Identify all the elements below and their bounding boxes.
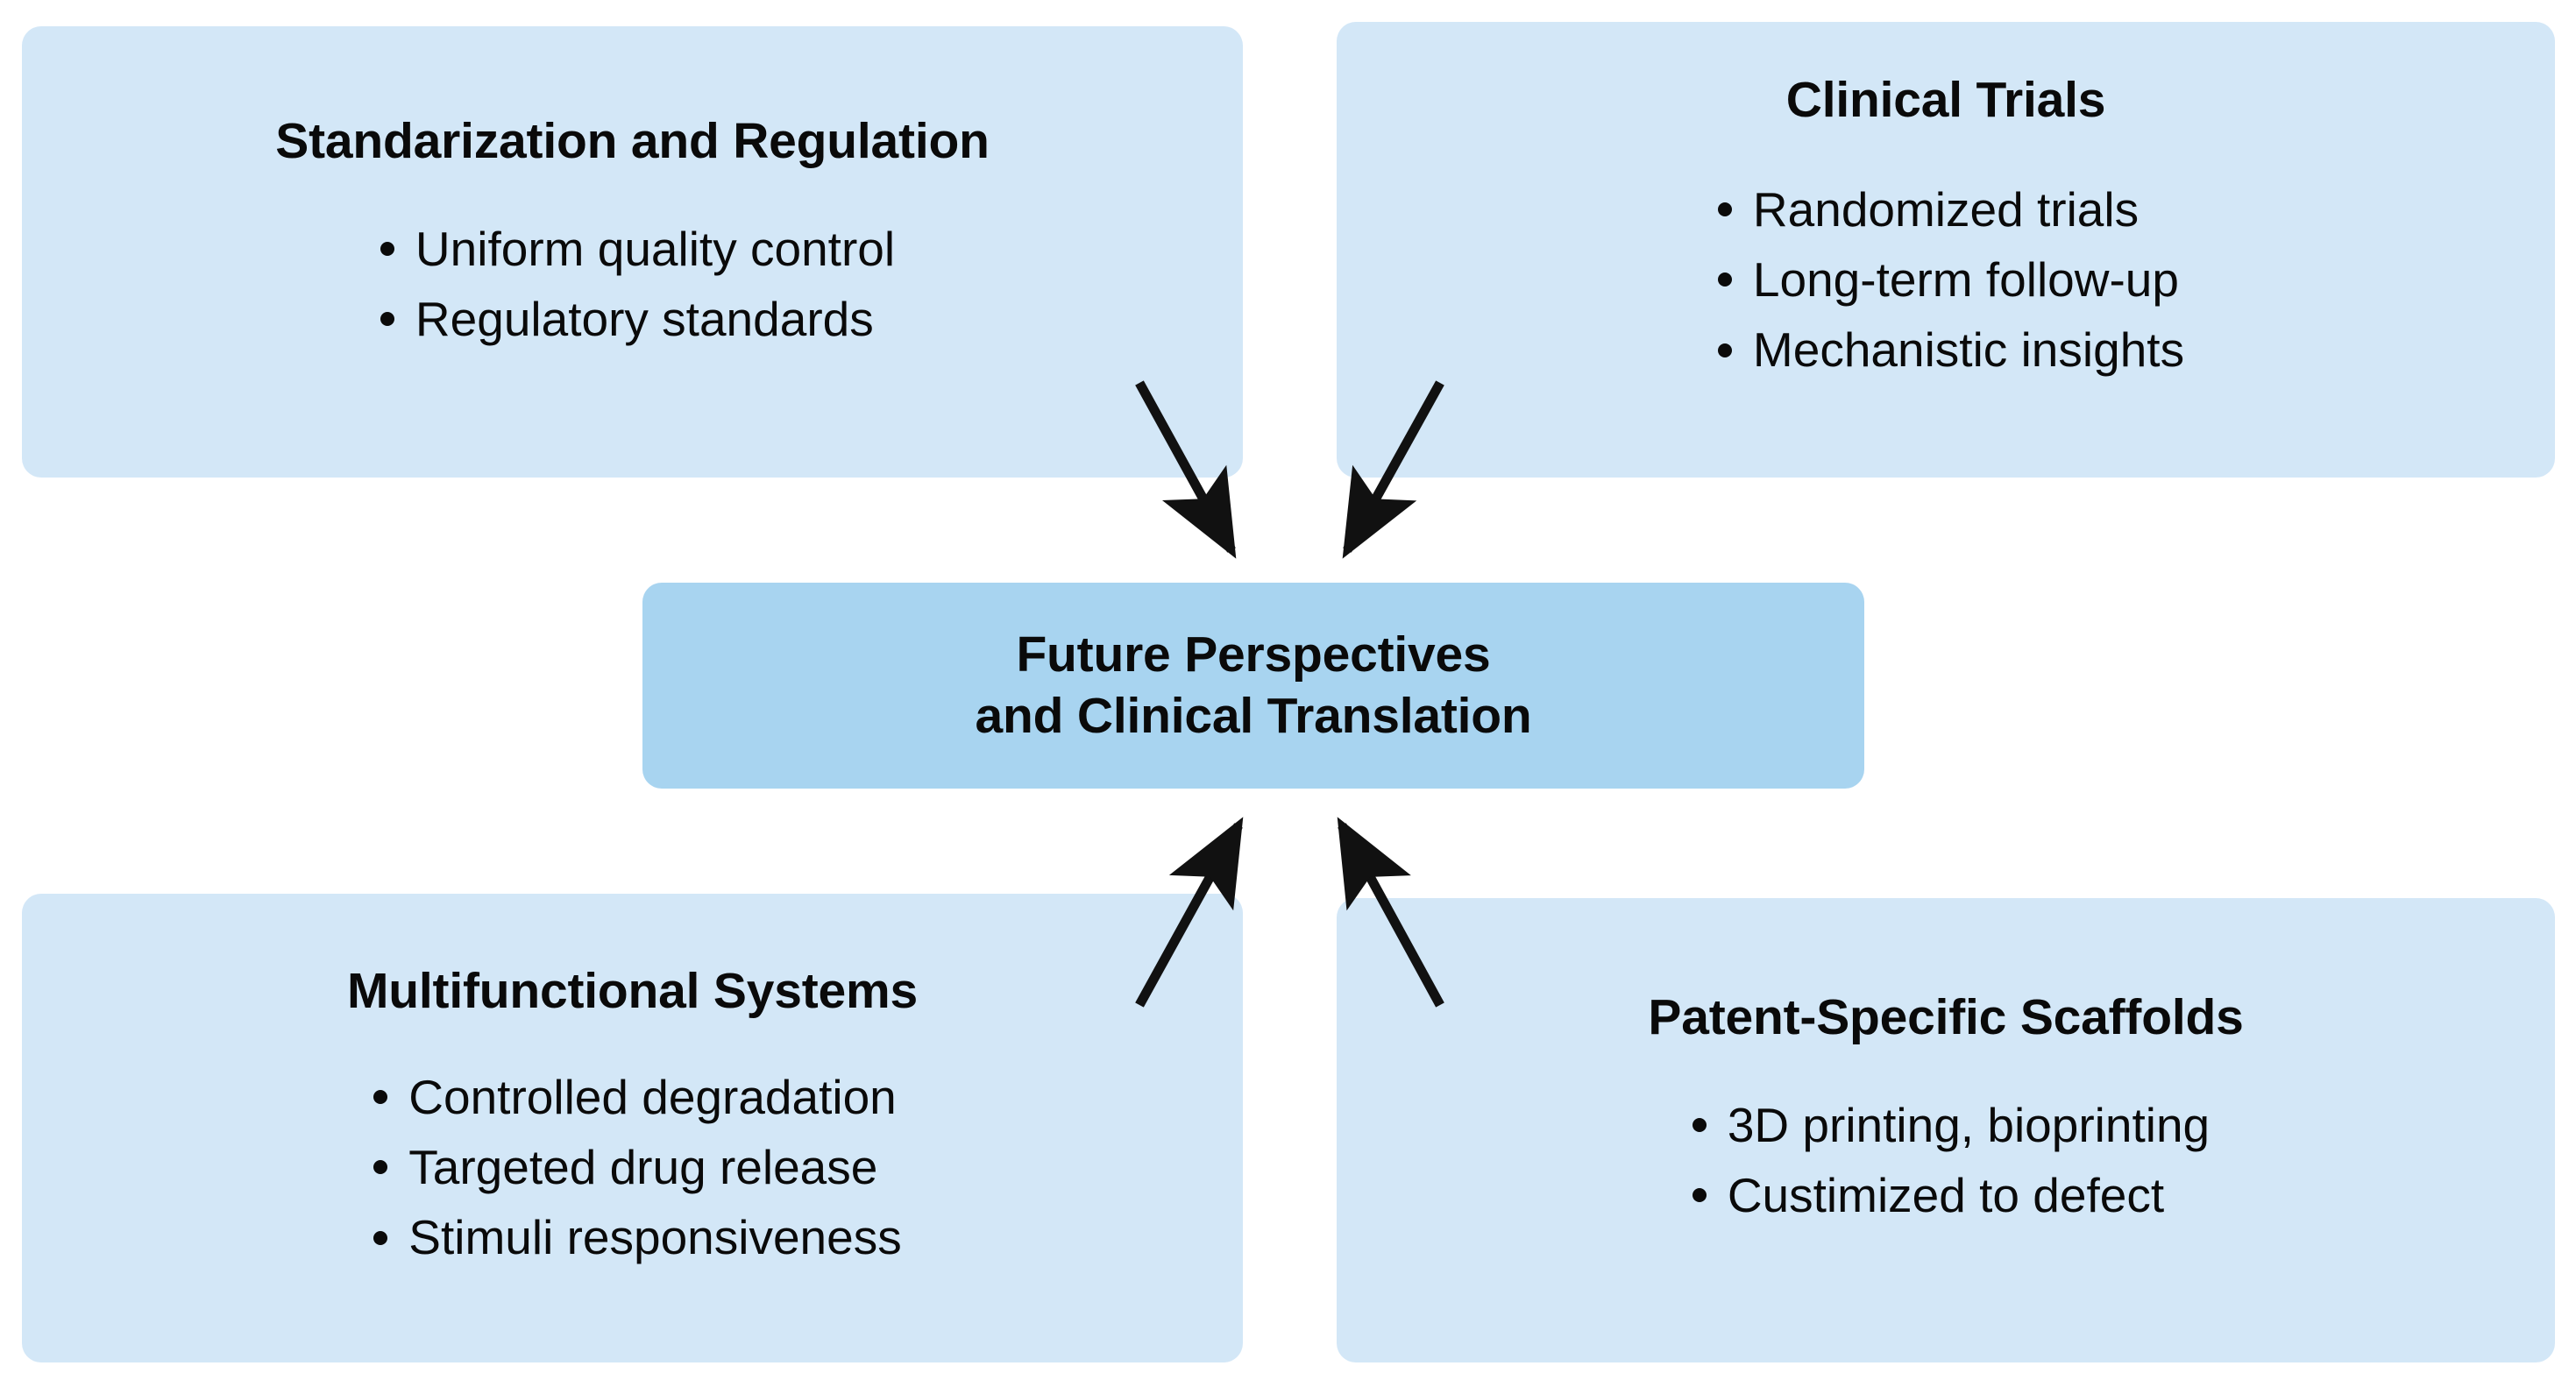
list-item: Custimized to defect [1682,1160,2210,1230]
node-bullet-list: 3D printing, bioprinting Custimized to d… [1682,1090,2210,1231]
node-future-perspectives-and-clinical-translation[interactable]: Future Perspectives and Clinical Transla… [642,583,1864,789]
node-bullet-list: Controlled degradation Targeted drug rel… [363,1062,901,1273]
list-item: Mechanistic insights [1707,315,2184,385]
list-item: Uniform quality control [370,214,895,284]
list-item: 3D printing, bioprinting [1682,1090,2210,1160]
list-item: Stimuli responsiveness [363,1202,901,1272]
node-title: Clinical Trials [1785,72,2106,128]
node-bullet-list: Randomized trials Long-term follow-up Me… [1707,174,2184,386]
list-item: Randomized trials [1707,174,2184,244]
list-item: Long-term follow-up [1707,244,2184,315]
node-patent-specific-scaffolds[interactable]: Patent-Specific Scaffolds 3D printing, b… [1337,898,2555,1362]
list-item: Targeted drug release [363,1132,901,1202]
list-item: Controlled degradation [363,1062,901,1132]
center-node-title: Future Perspectives and Clinical Transla… [975,626,1532,744]
node-standardization-and-regulation[interactable]: Standarization and Regulation Uniform qu… [22,26,1243,478]
list-item: Regulatory standards [370,284,895,354]
node-title: Standarization and Regulation [275,113,990,169]
node-title: Multifunctional Systems [347,963,918,1019]
node-bullet-list: Uniform quality control Regulatory stand… [370,214,895,355]
node-multifunctional-systems[interactable]: Multifunctional Systems Controlled degra… [22,894,1243,1362]
node-clinical-trials[interactable]: Clinical Trials Randomized trials Long-t… [1337,22,2555,478]
node-title: Patent-Specific Scaffolds [1648,989,2244,1045]
